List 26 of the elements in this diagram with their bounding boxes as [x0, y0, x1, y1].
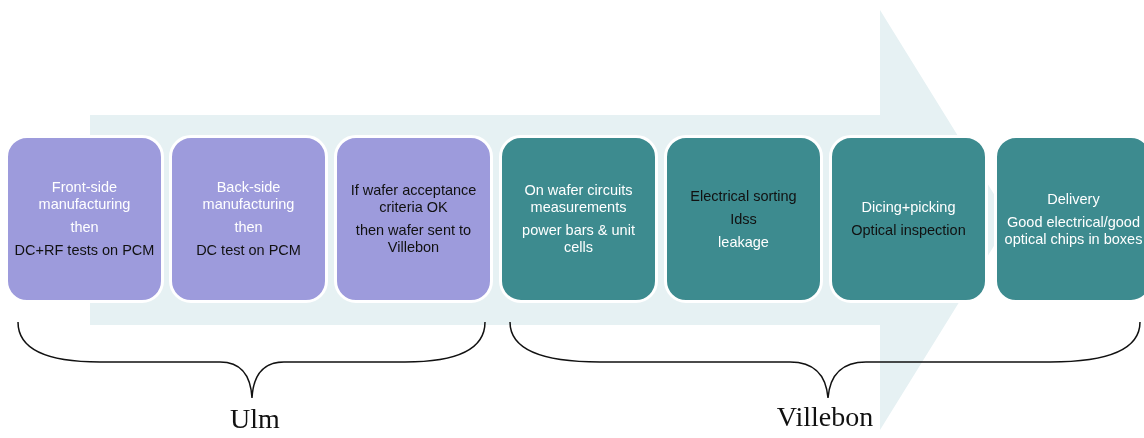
process-box [334, 135, 493, 303]
step-text: Good electrical/good optical chips in boxes [1003, 213, 1144, 248]
process-box [664, 135, 823, 303]
step-text: leakage [718, 233, 769, 251]
step-text: If wafer acceptance criteria OK [349, 182, 478, 216]
step-text: On wafer circuits measurements [523, 182, 634, 216]
site-label: Ulm [229, 402, 281, 436]
process-box [5, 135, 164, 303]
step-text: Optical inspection [851, 222, 966, 239]
process-box [169, 135, 328, 303]
step-text: then [234, 219, 263, 236]
step-text: DC test on PCM [196, 242, 301, 259]
step-text: Delivery [1047, 190, 1100, 208]
step-text: DC+RF tests on PCM [14, 242, 155, 259]
step-text: Idss [730, 210, 757, 228]
step-text: power bars & unit cells [521, 222, 636, 256]
step-text: Front-side manufacturing [37, 179, 132, 213]
step-text: Back-side manufacturing [201, 179, 296, 213]
site-label: Villebon [775, 400, 875, 434]
step-text: Dicing+picking [861, 199, 956, 216]
step-text: Electrical sorting [690, 187, 797, 205]
process-box [499, 135, 658, 303]
step-text: then wafer sent to Villebon [354, 222, 473, 256]
process-box [994, 135, 1144, 303]
process-box [829, 135, 988, 303]
step-text: then [70, 219, 99, 236]
